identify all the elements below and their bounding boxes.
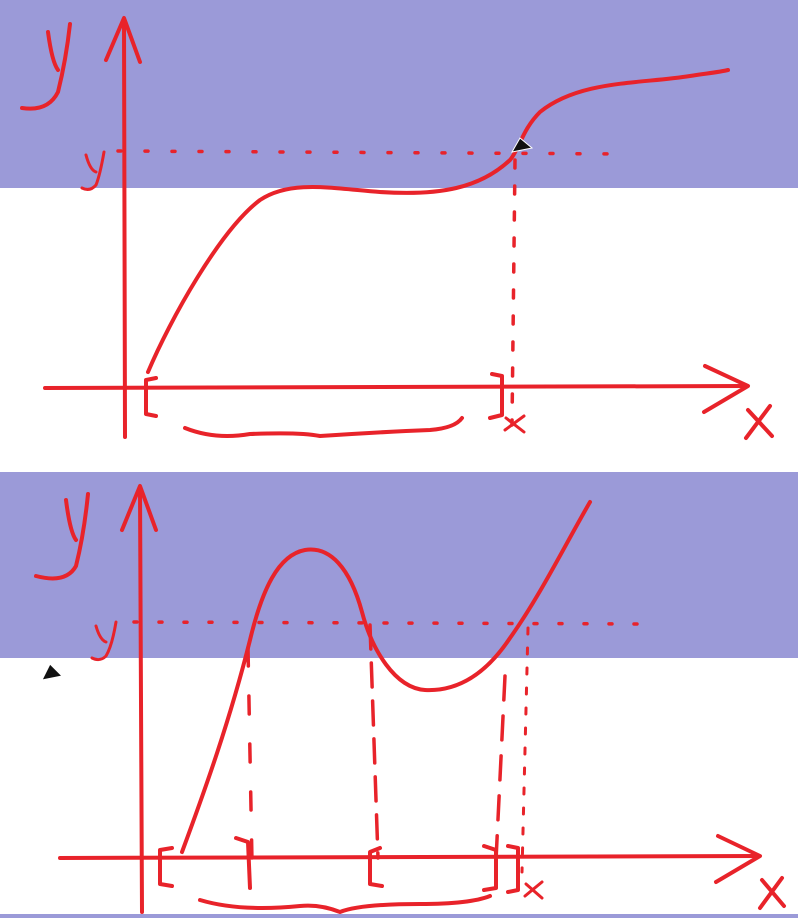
pen-cursor-icon [511, 137, 534, 153]
function-curve-bottom [180, 500, 592, 854]
shaded-band-top [0, 0, 798, 188]
level-line-bottom [132, 620, 647, 626]
y-axis-bottom [138, 488, 144, 914]
interval-brace-bottom [198, 894, 492, 914]
drop-line-bottom-4 [520, 626, 530, 874]
bracket-3-close-bottom [506, 844, 520, 894]
bracket-1-close-bottom [234, 836, 252, 890]
bracket-2-close-bottom [482, 844, 498, 892]
level-label-bottom [90, 620, 118, 662]
function-curve-top [146, 68, 730, 374]
y-axis-arrowhead-top [104, 16, 142, 64]
x-axis-bottom [58, 854, 760, 860]
y-axis-top [122, 18, 127, 439]
y-axis-label-bottom [34, 492, 90, 581]
panel-divider [0, 448, 798, 472]
drop-line-bottom-2 [368, 623, 380, 860]
drop-line-bottom-1 [246, 646, 254, 864]
panel-bottom: y x y x [0, 472, 798, 914]
bottom-edge [0, 914, 798, 918]
x-axis-label-bottom [758, 876, 786, 910]
x-axis-top [43, 384, 747, 390]
level-label-top [80, 150, 106, 191]
intersection-label-bottom [523, 880, 544, 900]
left-bracket-top [144, 376, 158, 418]
x-axis-arrowhead-bottom [714, 834, 762, 884]
y-axis-arrowhead-bottom [120, 484, 158, 532]
x-axis-arrowhead-top [702, 364, 750, 414]
drop-line-top [510, 158, 517, 427]
intersection-label-top [503, 414, 526, 434]
bracket-2-open-bottom [368, 846, 384, 888]
y-axis-label-top [20, 22, 72, 111]
right-bracket-top [488, 372, 504, 420]
drop-line-bottom-3 [494, 674, 507, 862]
panel-top: y x y x [0, 0, 798, 440]
shaded-band-bottom [0, 472, 798, 658]
x-axis-label-top [744, 404, 774, 440]
level-line-top [116, 149, 632, 156]
pen-cursor-icon [41, 663, 64, 681]
interval-brace-top [183, 416, 464, 438]
bracket-1-open-bottom [158, 846, 174, 888]
